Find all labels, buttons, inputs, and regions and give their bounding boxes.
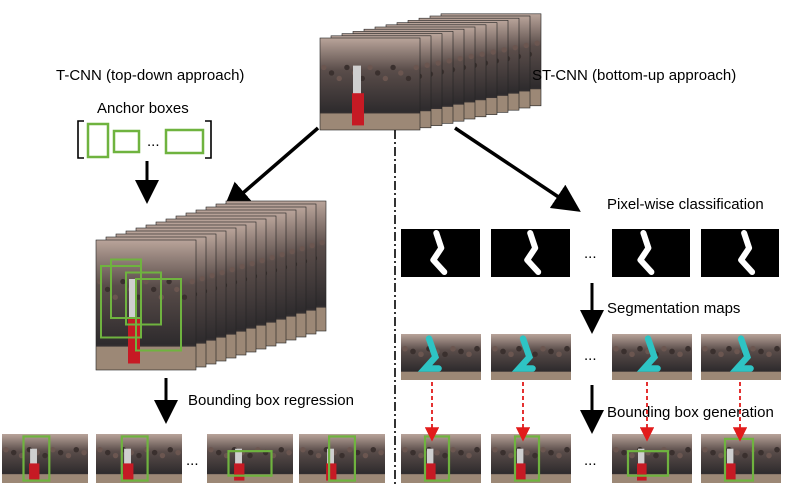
right-approach-title: ST-CNN (bottom-up approach) xyxy=(532,67,736,84)
left-result-ellipsis: ... xyxy=(186,452,199,469)
mask-frame xyxy=(401,229,480,277)
mask-frame xyxy=(491,229,570,277)
person-mask xyxy=(637,230,655,275)
anchor-box-on-frame xyxy=(135,278,182,352)
detection-box xyxy=(120,435,149,482)
right-result-ellipsis: ... xyxy=(584,452,597,469)
bbox-generation-links xyxy=(424,382,748,442)
stack-frame xyxy=(319,37,421,131)
stcnn-result-frame xyxy=(401,434,481,483)
anchor-box xyxy=(86,122,110,159)
anchor-boxes-label: Anchor boxes xyxy=(97,100,189,117)
bbox-regression-label: Bounding box regression xyxy=(188,392,354,409)
segmentation-frame xyxy=(612,334,692,380)
detection-box xyxy=(626,450,670,477)
tcnn-result-frame xyxy=(96,434,182,483)
segmentation-label: Segmentation maps xyxy=(607,300,740,317)
person-mask xyxy=(430,230,448,275)
anchor-box-on-frame xyxy=(110,258,142,319)
stcnn-result-frame xyxy=(701,434,781,483)
tcnn-result-frames-row xyxy=(2,434,385,483)
detection-box xyxy=(328,435,357,482)
detection-box xyxy=(227,450,273,477)
arrow-top-to-right xyxy=(454,126,581,212)
mask-frames-row xyxy=(401,229,779,277)
person-mask xyxy=(524,230,542,275)
anchor-ellipsis: ... xyxy=(147,133,160,150)
mask-frame xyxy=(612,229,690,277)
segmentation-frame xyxy=(401,334,481,380)
stack-frame xyxy=(95,239,197,371)
seg-row-ellipsis: ... xyxy=(584,347,597,364)
stcnn-result-frame xyxy=(491,434,571,483)
anchored-clip-stack xyxy=(95,200,327,371)
anchor-left-bracket xyxy=(77,120,84,159)
anchor-box xyxy=(112,129,141,154)
left-approach-title: T-CNN (top-down approach) xyxy=(56,67,244,84)
detection-box xyxy=(22,435,51,482)
anchor-right-bracket xyxy=(205,120,212,159)
stcnn-result-frames-row xyxy=(401,434,781,483)
tcnn-result-frame xyxy=(299,434,385,483)
anchor-box xyxy=(164,128,205,155)
person-mask xyxy=(738,230,756,275)
anchor-boxes-group: ... xyxy=(77,120,212,159)
segmentation-frame xyxy=(491,334,571,380)
bbox-generation-label: Bounding box generation xyxy=(607,404,774,421)
tcnn-result-frame xyxy=(2,434,88,483)
stcnn-result-frame xyxy=(612,434,692,483)
tcnn-result-frame xyxy=(207,434,293,483)
pixelwise-label: Pixel-wise classification xyxy=(607,196,764,213)
segmentation-frames-row xyxy=(401,334,781,380)
input-video-clip-stack xyxy=(319,13,542,131)
mask-row-ellipsis: ... xyxy=(584,245,597,262)
mask-frame xyxy=(701,229,779,277)
segmentation-frame xyxy=(701,334,781,380)
anchor-box-on-frame xyxy=(125,271,162,326)
arrow-top-to-left xyxy=(222,126,320,211)
